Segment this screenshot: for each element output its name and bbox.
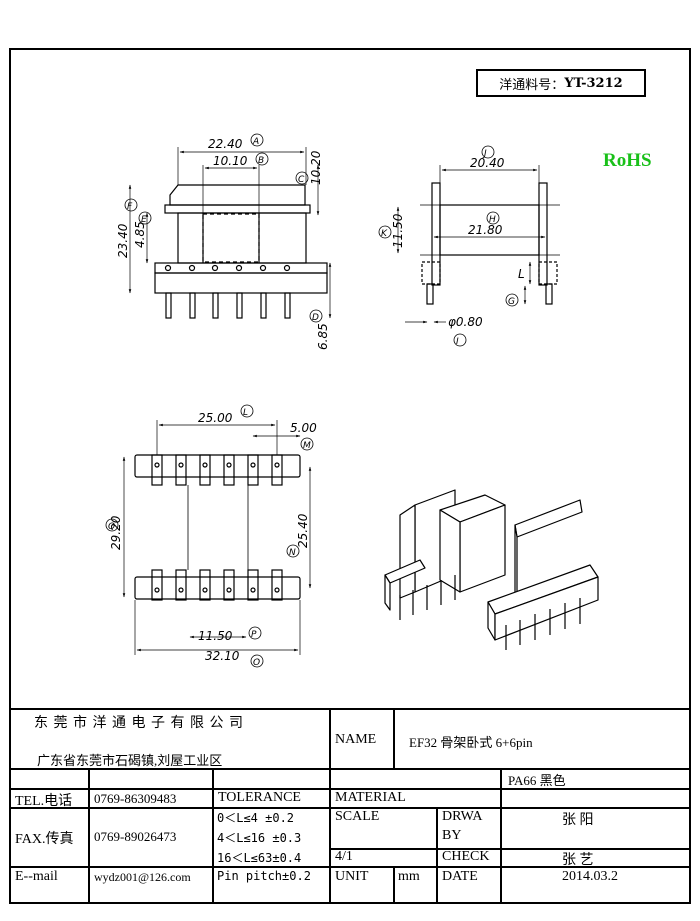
fax-label: FAX.传真 [15,832,74,847]
part-number-value: YT-3212 [564,75,623,91]
dim-d: 6.85 [316,323,330,350]
circle-o: O [253,658,260,668]
circle-k: K [381,229,388,239]
side-view [396,165,560,324]
circle-p: P [251,630,257,640]
circle-c: C [298,175,305,185]
dim-f: 23.40 [116,223,130,258]
drawing-sheet-border [9,48,691,904]
dim-p: 11.50 [198,629,233,643]
unit-value: mm [398,869,420,884]
scale-label: SCALE [335,809,380,824]
dim-c: 10.20 [309,150,323,185]
date-label: DATE [442,869,478,884]
tolerance-line-4: Pin pitch±0.2 [217,869,311,883]
dim-j: 20.40 [470,156,505,170]
circle-j: J [482,149,487,159]
part-number-label: 洋通料号： [499,77,565,93]
circle-a: A [252,137,259,147]
isometric-view [384,489,599,650]
dim-o: 32.10 [205,649,240,663]
circle-m: M [303,441,311,451]
name-label: NAME [335,732,377,747]
drawn-value: 张 阳 [562,813,594,828]
tolerance-line-3: 16＜L≤63±0.4 [217,851,302,865]
circle-g: G [508,297,515,307]
side-view-labels: J 20.40 H 21.80 11.50 K L G φ0.80 I [378,145,525,347]
dim-h: 21.80 [468,223,503,237]
dim-k: 11.50 [391,213,405,248]
bottom-view [122,420,312,655]
fax-value: 0769-89026473 [94,829,177,844]
material-value: PA66 黑色 [508,773,566,788]
check-label: CHECK [442,849,490,864]
front-view [128,147,332,319]
tolerance-line-1: 0＜L≤4 ±0.2 [217,811,295,825]
drawn-label-line-1: DRWA [442,809,483,824]
circle-i: I [456,337,459,347]
unit-label: UNIT [335,869,369,884]
bottom-view-labels: 25.00 L 5.00 M 29.20 Q 25.40 N 11.50 P 3… [105,404,317,668]
dim-m: 5.00 [290,421,317,435]
part-number-box: 洋通料号： YT-3212 [476,69,646,97]
circle-f: F [127,202,133,212]
dim-b: 10.10 [213,154,248,168]
tel-label: TEL.电话 [15,794,73,809]
circle-n: N [289,548,296,558]
circle-h: H [489,215,496,225]
date-value: 2014.03.2 [562,869,618,884]
email-label: E--mail [15,869,58,884]
dim-l: L [518,267,525,281]
circle-l: L [243,408,248,418]
name-value: EF32 骨架卧式 6+6pin [409,735,533,750]
circle-d: D [312,313,319,323]
dim-a: 22.40 [208,137,243,151]
rohs-mark: RoHS [603,150,652,171]
drawn-label-line-2: BY [442,828,462,843]
tolerance-line-2: 4＜L≤16 ±0.3 [217,831,302,845]
circle-q: Q [108,522,115,532]
front-view-labels: 22.40 A 10.10 B 10.20 C 23.40 F 4.85 E 6… [116,133,330,350]
dim-pin: φ0.80 [448,315,483,329]
dim-q: 29.20 [109,515,123,550]
check-value: 张 艺 [562,853,594,868]
tel-value: 0769-86309483 [94,791,177,806]
circle-e: E [141,215,147,225]
company-name: 东 莞 市 洋 通 电 子 有 限 公 司 [34,716,244,731]
email-value: wydz001@126.com [94,870,191,884]
tolerance-label: TOLERANCE [218,790,301,805]
material-label: MATERIAL [335,790,406,805]
company-address: 广东省东莞市石碣镇,刘屋工业区 [37,753,223,768]
circle-b: B [258,156,264,166]
dim-l25: 25.00 [198,411,233,425]
dim-n: 25.40 [296,513,310,548]
scale-value: 4/1 [335,849,353,864]
dim-e: 4.85 [133,221,147,248]
title-block: 东 莞 市 洋 通 电 子 有 限 公 司 广东省东莞市石碣镇,刘屋工业区 NA… [9,708,691,904]
